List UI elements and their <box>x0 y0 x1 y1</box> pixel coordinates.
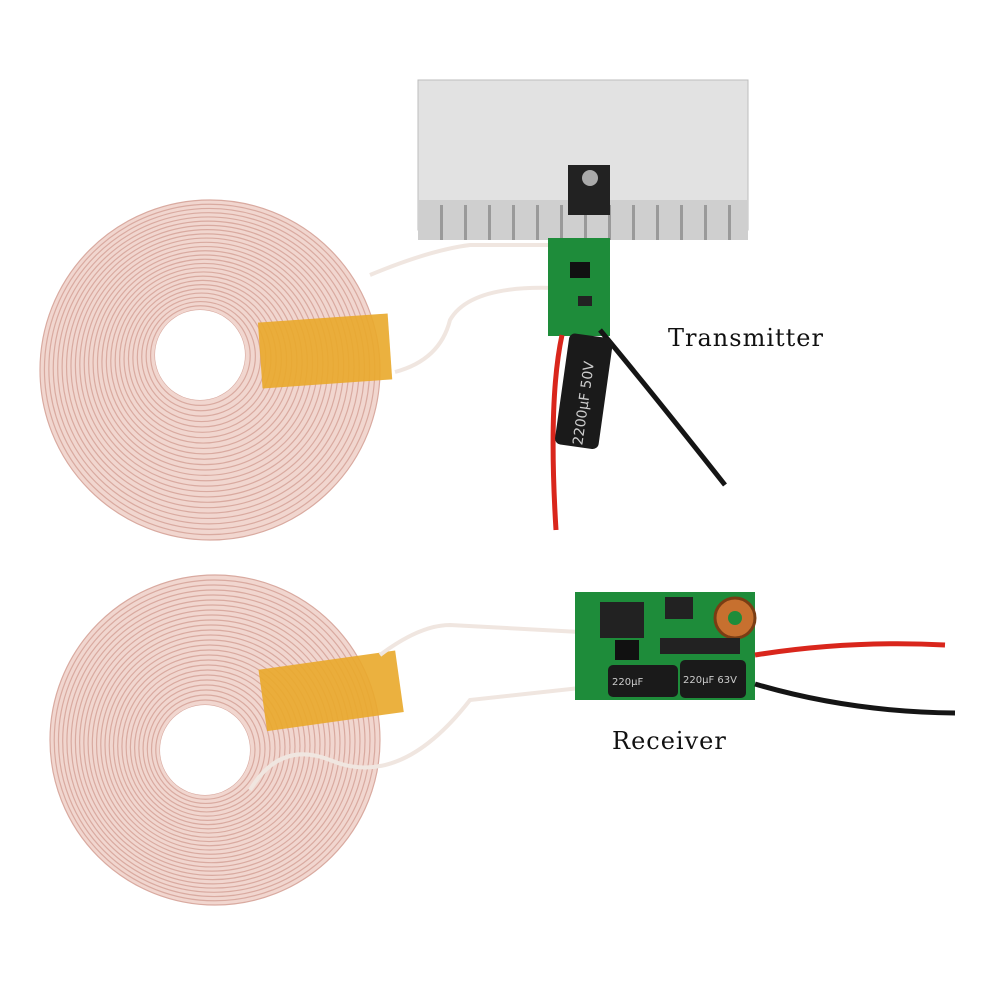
coil-turn <box>53 579 376 902</box>
black-wire <box>598 328 727 487</box>
heatsink-fin <box>584 205 587 240</box>
coil-turn <box>57 584 371 898</box>
transmitter-label: Transmitter <box>668 324 824 352</box>
coil-turn <box>70 599 356 885</box>
coil-turn <box>138 679 276 817</box>
coil-turn <box>104 639 316 851</box>
receiver-capacitor-2-marking: 220µF <box>612 677 643 688</box>
black-wire <box>754 681 956 716</box>
coil-turn <box>66 594 361 889</box>
coil-turn <box>87 619 336 868</box>
coil-turn <box>49 574 381 906</box>
coil-lead <box>369 243 550 277</box>
heatsink-fin <box>512 205 515 240</box>
coil-turn <box>129 669 286 826</box>
heatsink-fin <box>536 205 539 240</box>
coil-lead <box>378 622 581 657</box>
heatsink <box>417 79 749 240</box>
heatsink-fin <box>680 205 683 240</box>
transmitter-coil <box>39 199 381 541</box>
coil-turn <box>108 644 311 847</box>
receiver-capacitor-right <box>680 660 746 698</box>
heatsink-fin <box>728 205 731 240</box>
coil-turn <box>155 699 256 800</box>
transmitter-coil-tape <box>257 313 393 389</box>
red-wire <box>550 334 565 531</box>
coil-turn <box>100 634 321 855</box>
coil-turn <box>112 649 306 843</box>
transmitter-pcb <box>548 238 610 336</box>
transmitter-capacitor: 2200µF 50V <box>555 333 613 450</box>
receiver-label: Receiver <box>612 727 727 755</box>
coil-turn <box>146 689 266 809</box>
coil-turn <box>91 624 331 864</box>
coil-center-hole <box>155 310 245 400</box>
heatsink-fin <box>632 205 635 240</box>
coil-turn <box>121 659 296 834</box>
coil-turn <box>134 674 281 821</box>
coil-turn <box>83 614 341 872</box>
coil-turn <box>95 629 326 860</box>
coil-turn <box>142 684 271 813</box>
coil-turn <box>79 609 346 876</box>
receiver-capacitor-1-marking: 220µF 63V <box>683 675 737 686</box>
coil-turn <box>125 664 291 830</box>
coil-center-hole <box>160 705 250 795</box>
coil-turn <box>150 694 261 805</box>
receiver-capacitor-left <box>608 665 678 697</box>
heatsink-fin <box>464 205 467 240</box>
heatsink-fin <box>488 205 491 240</box>
coil-lead <box>248 686 581 792</box>
coil-turn <box>149 305 251 406</box>
coil-turn <box>74 604 351 881</box>
red-wire <box>754 641 946 658</box>
receiver-coil-tape <box>258 650 404 732</box>
coil-turn <box>62 589 366 893</box>
heatsink-fin <box>704 205 707 240</box>
coil-turn <box>117 654 301 838</box>
heatsink-fin <box>656 205 659 240</box>
heatsink-fin <box>440 205 443 240</box>
coil-lead <box>394 285 556 374</box>
receiver-coil <box>49 574 381 906</box>
coil-turn <box>145 300 256 412</box>
heatsink-fin <box>608 205 611 240</box>
heatsink-fin <box>560 205 563 240</box>
